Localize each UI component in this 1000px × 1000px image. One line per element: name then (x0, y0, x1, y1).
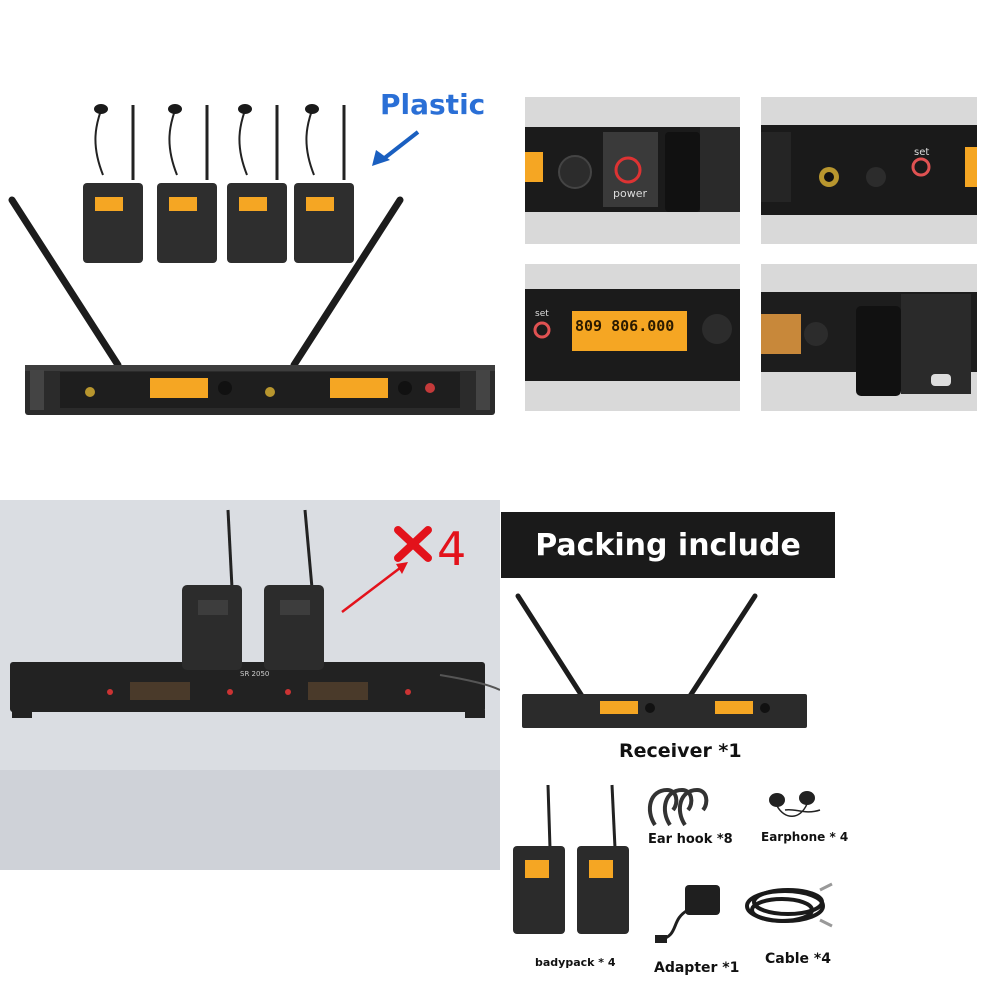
power-label: power (613, 187, 647, 200)
product-photo-bodypacks: SR 2050 (0, 500, 500, 870)
product-overview-photo (0, 80, 500, 440)
quantity-arrow (341, 567, 401, 613)
antenna-right (290, 196, 404, 369)
bodypack-label: badypack * 4 (535, 956, 616, 969)
ear-hook-label: Ear hook *8 (648, 832, 733, 847)
closeup-rack-handle (761, 264, 977, 411)
bodypack-group (83, 104, 354, 263)
adapter-image (650, 875, 735, 950)
lcd-readout: 809 806.000 (575, 317, 674, 335)
ear-hook-image (645, 785, 715, 830)
packing-receiver-image (510, 588, 815, 733)
adapter-label: Adapter *1 (654, 960, 740, 976)
receiver-label: Receiver *1 (619, 740, 742, 762)
plastic-callout: Plastic (380, 88, 486, 121)
closeup-headphone-jack: set (761, 97, 977, 244)
multiply-mark (394, 526, 432, 562)
quantity-arrowhead (396, 562, 408, 574)
bodypack-pair (182, 509, 324, 670)
earphone-image (765, 780, 825, 825)
set-label-2: set (535, 309, 549, 319)
bodypack-image (505, 780, 640, 938)
set-label-1: set (914, 147, 929, 158)
quantity-text: 4 (437, 522, 467, 576)
antenna-left (8, 196, 122, 369)
earphone-label: Earphone * 4 (761, 830, 849, 844)
closeup-lcd-display: set 809 806.000 (525, 264, 740, 411)
closeup-power-knob: power (525, 97, 740, 244)
cable-label: Cable *4 (765, 951, 831, 967)
cable-image (740, 870, 835, 942)
model-label: SR 2050 (240, 670, 269, 678)
rack-receiver (25, 365, 495, 415)
packing-banner: Packing include (501, 512, 835, 578)
callout-arrowhead (372, 150, 390, 166)
callout-arrow (380, 130, 420, 162)
rack-receiver-2: SR 2050 (10, 662, 485, 718)
